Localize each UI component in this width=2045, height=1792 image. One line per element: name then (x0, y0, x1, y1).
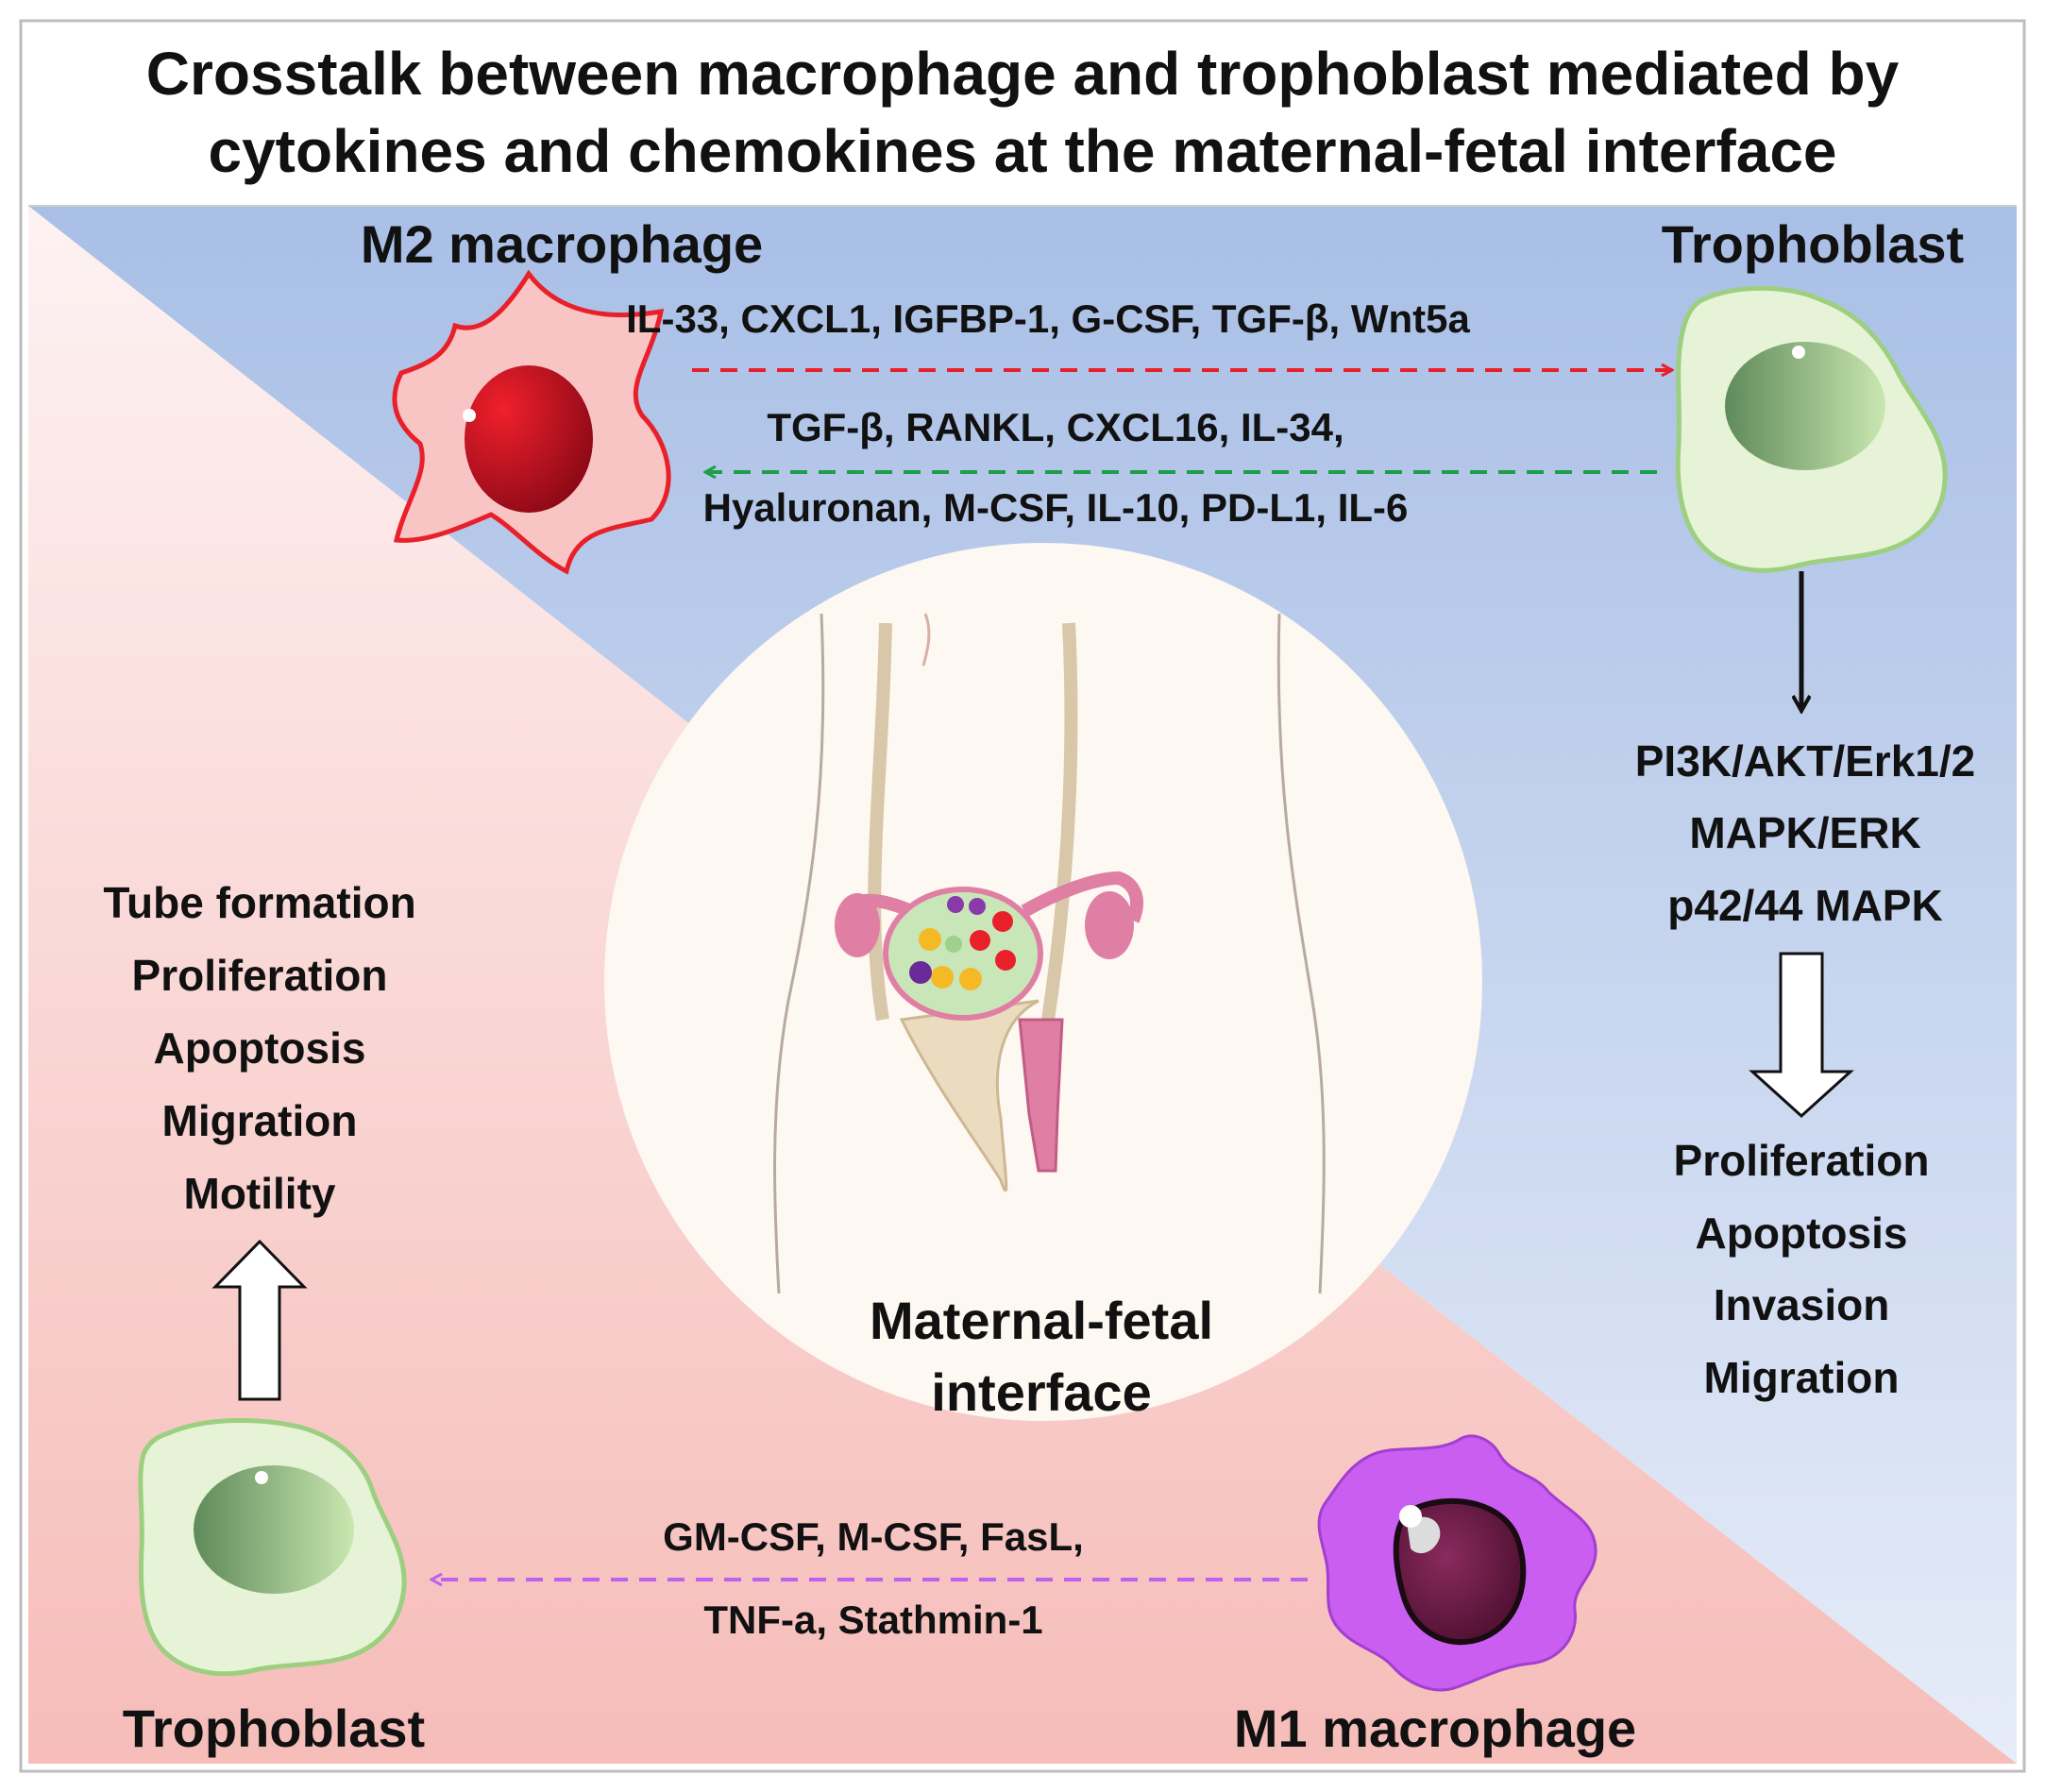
uterus-cell (931, 966, 954, 989)
top-trophoblast-cell (1675, 285, 1948, 573)
body-outline-left (773, 613, 825, 1294)
m1-nucleolus (1399, 1505, 1422, 1528)
m2-to-trophoblast-signals: IL-33, CXCL1, IGFBP-1, G-CSF, TGF-β, Wnt… (626, 296, 1470, 341)
body-outline-right (1276, 613, 1326, 1294)
bottom-outcome-item: Proliferation (132, 951, 388, 1000)
m2-macrophage-label: M2 macrophage (361, 214, 763, 274)
m2-macrophage-cell (392, 269, 671, 575)
uterus-cell (909, 961, 932, 984)
top-outcome-item: Invasion (1714, 1280, 1890, 1329)
top-outcome-item: Apoptosis (1696, 1209, 1908, 1258)
right-ovary (1085, 891, 1134, 959)
pathway-item: p42/44 MAPK (1667, 881, 1942, 930)
uterus-cell (947, 896, 964, 913)
top-trophoblast-label: Trophoblast (1662, 214, 1964, 274)
title-block: Crosstalk between macrophage and trophob… (146, 40, 1900, 185)
m2-nucleolus (463, 409, 476, 422)
uterus-cell (970, 930, 990, 951)
m1-macrophage-label: M1 macrophage (1234, 1699, 1636, 1758)
pathway-item: PI3K/AKT/Erk1/2 (1635, 736, 1975, 786)
bottom-outcome-item: Migration (162, 1096, 358, 1145)
uterus-cell (969, 898, 986, 915)
bottom-troph-nucleus (194, 1465, 354, 1594)
right-fallopian-tube (1021, 871, 1143, 923)
m1-macrophage-cell (1317, 1434, 1597, 1692)
left-ureter (868, 622, 892, 1022)
cervix (1018, 1018, 1064, 1173)
bladder (899, 999, 1039, 1192)
trophoblast-to-m2-signals-line-2: Hyaluronan, M-CSF, IL-10, PD-L1, IL-6 (703, 485, 1409, 530)
pathway-item: MAPK/ERK (1689, 808, 1920, 857)
m1-to-trophoblast-signals-line-2: TNF-a, Stathmin-1 (703, 1598, 1042, 1642)
m1-to-trophoblast-signals-line-1: GM-CSF, M-CSF, FasL, (663, 1514, 1084, 1559)
title-line-1: Crosstalk between macrophage and trophob… (146, 40, 1900, 108)
bottom-troph-nucleolus (255, 1471, 268, 1484)
top-troph-nucleolus (1792, 346, 1805, 359)
uterus-cell (945, 936, 962, 953)
uterus (883, 887, 1043, 1021)
bottom-trophoblast-label: Trophoblast (123, 1699, 425, 1758)
interface-label-line-1: Maternal-fetal (870, 1291, 1213, 1350)
top-outcome-list: Proliferation Apoptosis Invasion Migrati… (1674, 1136, 1930, 1402)
uterus-cell (992, 911, 1013, 932)
bottom-outcome-arrow (211, 1239, 308, 1401)
bottom-outcome-item: Motility (184, 1169, 336, 1218)
bottom-trophoblast-cell (138, 1417, 407, 1677)
m2-nucleus (465, 365, 593, 513)
right-ureter (1041, 622, 1078, 1022)
bottom-outcome-item: Apoptosis (154, 1023, 366, 1073)
uterus-cell (995, 950, 1016, 971)
uterus-cell (959, 968, 982, 990)
bottom-outcome-list: Tube formation Proliferation Apoptosis M… (103, 878, 415, 1218)
trophoblast-to-m2-signals-line-1: TGF-β, RANKL, CXCL16, IL-34, (767, 405, 1344, 449)
uterus-cell (919, 928, 941, 951)
left-ovary (835, 893, 880, 957)
top-outcome-item: Proliferation (1674, 1136, 1930, 1185)
pathway-list: PI3K/AKT/Erk1/2 MAPK/ERK p42/44 MAPK (1635, 736, 1975, 930)
top-troph-nucleus (1725, 342, 1885, 470)
interface-circle (604, 543, 1482, 1421)
top-outcome-item: Migration (1704, 1353, 1900, 1402)
interface-label-line-2: interface (931, 1362, 1151, 1422)
maternal-fetal-interface-illustration (604, 543, 1482, 1421)
title-line-2: cytokines and chemokines at the maternal… (208, 117, 1836, 185)
bottom-outcome-item: Tube formation (103, 878, 415, 927)
pathway-outcome-arrow (1749, 952, 1854, 1119)
